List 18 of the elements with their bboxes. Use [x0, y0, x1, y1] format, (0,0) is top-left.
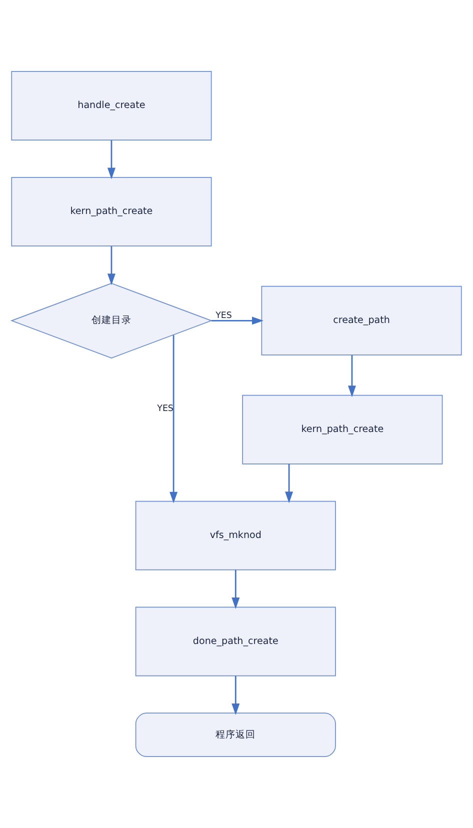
arrow [348, 355, 356, 398]
node-box: kern_path_create [242, 394, 443, 464]
node-box: done_path_create [135, 606, 336, 676]
arrow [285, 464, 294, 504]
node-box: create_path [261, 286, 462, 356]
node-diamond: 创建目录 [10, 282, 213, 358]
arrow [107, 140, 116, 180]
node-box: 程序返回 [135, 712, 336, 757]
arrow [211, 316, 264, 325]
edge-label: YES [157, 404, 174, 414]
node-box: vfs_mknod [135, 500, 336, 570]
arrow [232, 676, 240, 716]
arrow [107, 246, 116, 286]
node-box: handle_create [11, 71, 212, 140]
node-box: kern_path_create [11, 176, 212, 246]
arrow [232, 570, 240, 609]
edge-label: YES [216, 311, 232, 322]
arrow [170, 335, 178, 504]
